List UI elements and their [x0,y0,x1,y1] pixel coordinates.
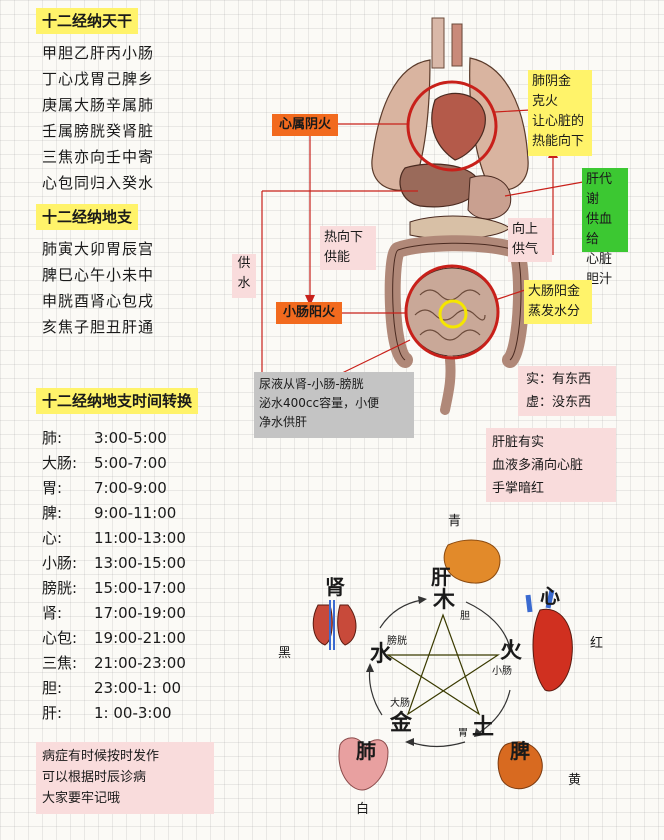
time-row: 膀胱:15:00-17:00 [42,579,186,597]
organ-heart: 心 [540,584,560,608]
sub-gallbladder: 胆 [460,611,470,622]
time-row: 三焦:21:00-23:00 [42,654,186,672]
color-hei: 黑 [278,646,292,661]
organ-kidney: 肾 [325,575,345,599]
small-intestine-ring [438,299,468,329]
stems-title: 十二经纳天干 [36,8,139,34]
element-earth: 土 [472,715,495,740]
time-row: 肝:1: 00-3:00 [42,704,172,722]
wuxing-diagram [312,539,573,791]
si-yang-fire-label: 小肠阳火 [276,302,342,324]
time-row: 胆:23:00-1: 00 [42,679,182,697]
note-box: 病症有时候按时发作 可以根据时辰诊病 大家要牢记哦 [36,742,214,814]
verse-line: 亥焦子胆丑肝通 [42,318,155,336]
organ-spleen: 脾 [510,739,530,763]
shi-xu-box: 实：有东西虚：没东西 [518,366,616,416]
time-row: 心包:19:00-21:00 [42,629,186,647]
verse-line: 丁心戊胃己脾乡 [42,70,155,88]
verse-line: 肺寅大卯胃辰宫 [42,240,155,258]
time-row: 肾:17:00-19:00 [42,604,186,622]
heart-yin-fire-label: 心属阴火 [272,114,338,136]
intestine-ring [404,264,500,360]
color-huang: 黄 [568,773,582,788]
verse-line: 脾巳心午小未中 [42,266,155,284]
lung-metal-box: 肺阴金克火让心脏的热能向下 [528,70,592,156]
sub-stomach: 胃 [458,728,468,739]
sub-small-intestine: 小肠 [492,666,512,677]
color-bai: 白 [356,802,370,817]
color-hong: 红 [590,636,604,651]
kidney-icon [312,604,333,646]
sub-large-intestine: 大肠 [390,698,410,709]
verse-line: 庚属大肠辛属肺 [42,96,155,114]
verse-line: 壬属膀胱癸肾脏 [42,122,155,140]
element-metal: 金 [390,711,413,736]
heat-down-label: 热向下供能 [320,226,376,270]
element-water: 水 [370,642,393,667]
times-title: 十二经纳地支时间转换 [36,388,199,414]
color-qing: 青 [448,514,462,529]
element-fire: 火 [500,639,523,664]
organs-drawing [371,17,529,415]
urine-note-box: 尿液从肾-小肠-膀胱泌水400cc容量，小便净水供肝 [254,372,414,438]
organ-lung: 肺 [356,739,376,763]
lung-icon [338,737,389,791]
li-metal-box: 大肠阳金蒸发水分 [524,280,592,324]
verse-line: 心包同归入癸水 [42,174,155,192]
organ-liver: 肝 [431,565,451,589]
liver-icon [443,539,501,584]
up-qi-label: 向上供气 [508,218,552,262]
water-supply-label: 供水 [232,254,256,298]
element-wood: 木 [433,588,456,613]
time-row: 肺:3:00-5:00 [42,429,167,447]
heart-icon [532,608,573,692]
verse-line: 申胱酉肾心包戌 [42,292,155,310]
verse-line: 甲胆乙肝丙小肠 [42,44,155,62]
time-row: 胃:7:00-9:00 [42,479,167,497]
time-row: 大肠:5:00-7:00 [42,454,167,472]
heart-ring [406,80,498,172]
time-row: 心:11:00-13:00 [42,529,186,547]
spleen-icon [497,741,543,790]
liver-blood-box: 肝脏有实血液多涌向心脏手掌暗红 [486,428,616,502]
liver-green-box: 肝代谢供血给心脏胆汁 [582,168,628,287]
sub-bladder: 膀胱 [387,636,407,647]
verse-line: 三焦亦向壬中寄 [42,148,155,166]
time-row: 小肠:13:00-15:00 [42,554,186,572]
time-row: 脾:9:00-11:00 [42,504,177,522]
branches-title: 十二经纳地支 [36,204,139,230]
